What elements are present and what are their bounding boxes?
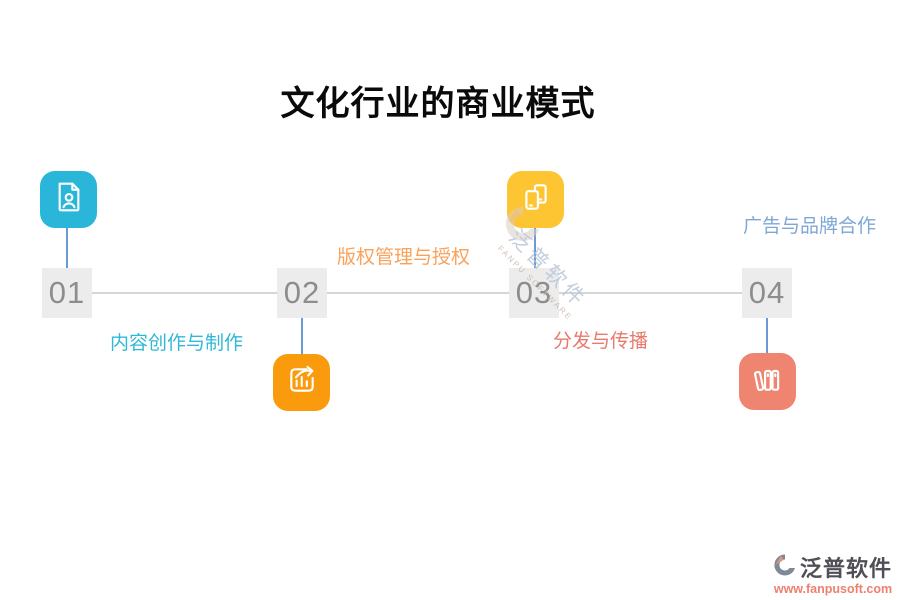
- step-1-label: 内容创作与制作: [110, 333, 244, 354]
- step-4-label: 广告与品牌合作: [743, 216, 877, 237]
- step-1-icon-badge: [40, 171, 97, 228]
- footer-brand-block: 泛普软件 www.fanpusoft.com: [772, 551, 894, 596]
- step-2-icon-badge: [273, 354, 330, 411]
- timeline-line: [67, 292, 767, 294]
- step-3-icon-badge: [507, 171, 564, 228]
- footer-url-link[interactable]: www.fanpusoft.com: [773, 582, 893, 596]
- person-document-icon: [53, 181, 85, 218]
- connector-step-1: [66, 228, 68, 269]
- footer-brand-name: 泛普软件: [800, 556, 893, 581]
- connector-step-2: [301, 318, 303, 355]
- page-title: 文化行业的商业模式: [280, 86, 596, 123]
- step-2-number: 02: [277, 268, 327, 318]
- step-4-number: 04: [742, 268, 792, 318]
- devices-icon: [520, 181, 552, 218]
- step-2-label: 版权管理与授权: [337, 247, 471, 268]
- connector-step-4: [766, 318, 768, 354]
- connector-step-3: [534, 228, 536, 269]
- books-icon: [752, 363, 784, 400]
- step-3-label: 分发与传播: [553, 331, 649, 352]
- fanpu-logo-icon: [772, 552, 798, 583]
- step-4-icon-badge: [739, 353, 796, 410]
- step-1-number: 01: [42, 268, 92, 318]
- step-3-number: 03: [509, 268, 559, 318]
- chart-arrow-icon: [286, 364, 318, 401]
